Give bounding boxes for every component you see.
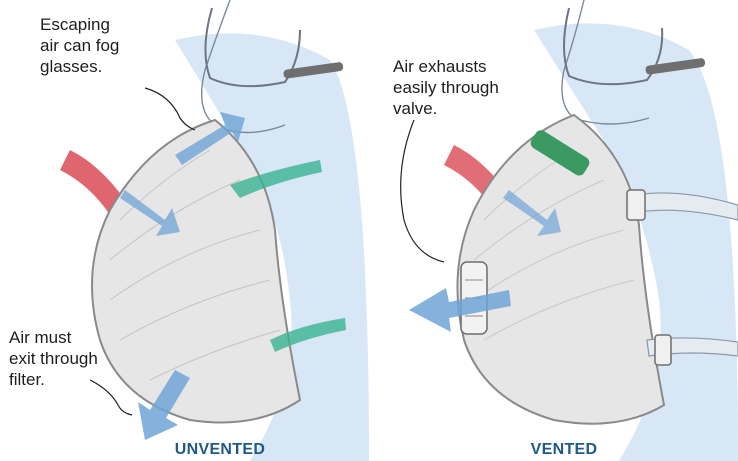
callout-line-1: Air exhausts <box>393 56 499 77</box>
valve-exhaust-callout: Air exhausts easily through valve. <box>393 56 499 119</box>
callout-line-3: valve. <box>393 98 499 119</box>
vented-panel: Air exhausts easily through valve. VENTE… <box>369 0 738 461</box>
unvented-caption: UNVENTED <box>170 441 270 459</box>
callout-line-3: filter. <box>9 369 98 390</box>
unvented-panel: Escaping air can fog glasses. Air must e… <box>0 0 369 461</box>
leader-escaping-air <box>145 88 195 130</box>
lower-buckle <box>655 335 671 365</box>
escaping-air-callout: Escaping air can fog glasses. <box>40 14 119 77</box>
callout-line-2: air can fog <box>40 35 119 56</box>
upper-buckle <box>627 190 645 220</box>
vented-caption: VENTED <box>519 441 609 459</box>
callout-line-3: glasses. <box>40 56 119 77</box>
callout-line-1: Escaping <box>40 14 119 35</box>
leader-valve <box>401 120 444 262</box>
callout-line-2: exit through <box>9 348 98 369</box>
filter-exit-callout: Air must exit through filter. <box>9 327 98 390</box>
callout-line-2: easily through <box>393 77 499 98</box>
callout-line-1: Air must <box>9 327 98 348</box>
